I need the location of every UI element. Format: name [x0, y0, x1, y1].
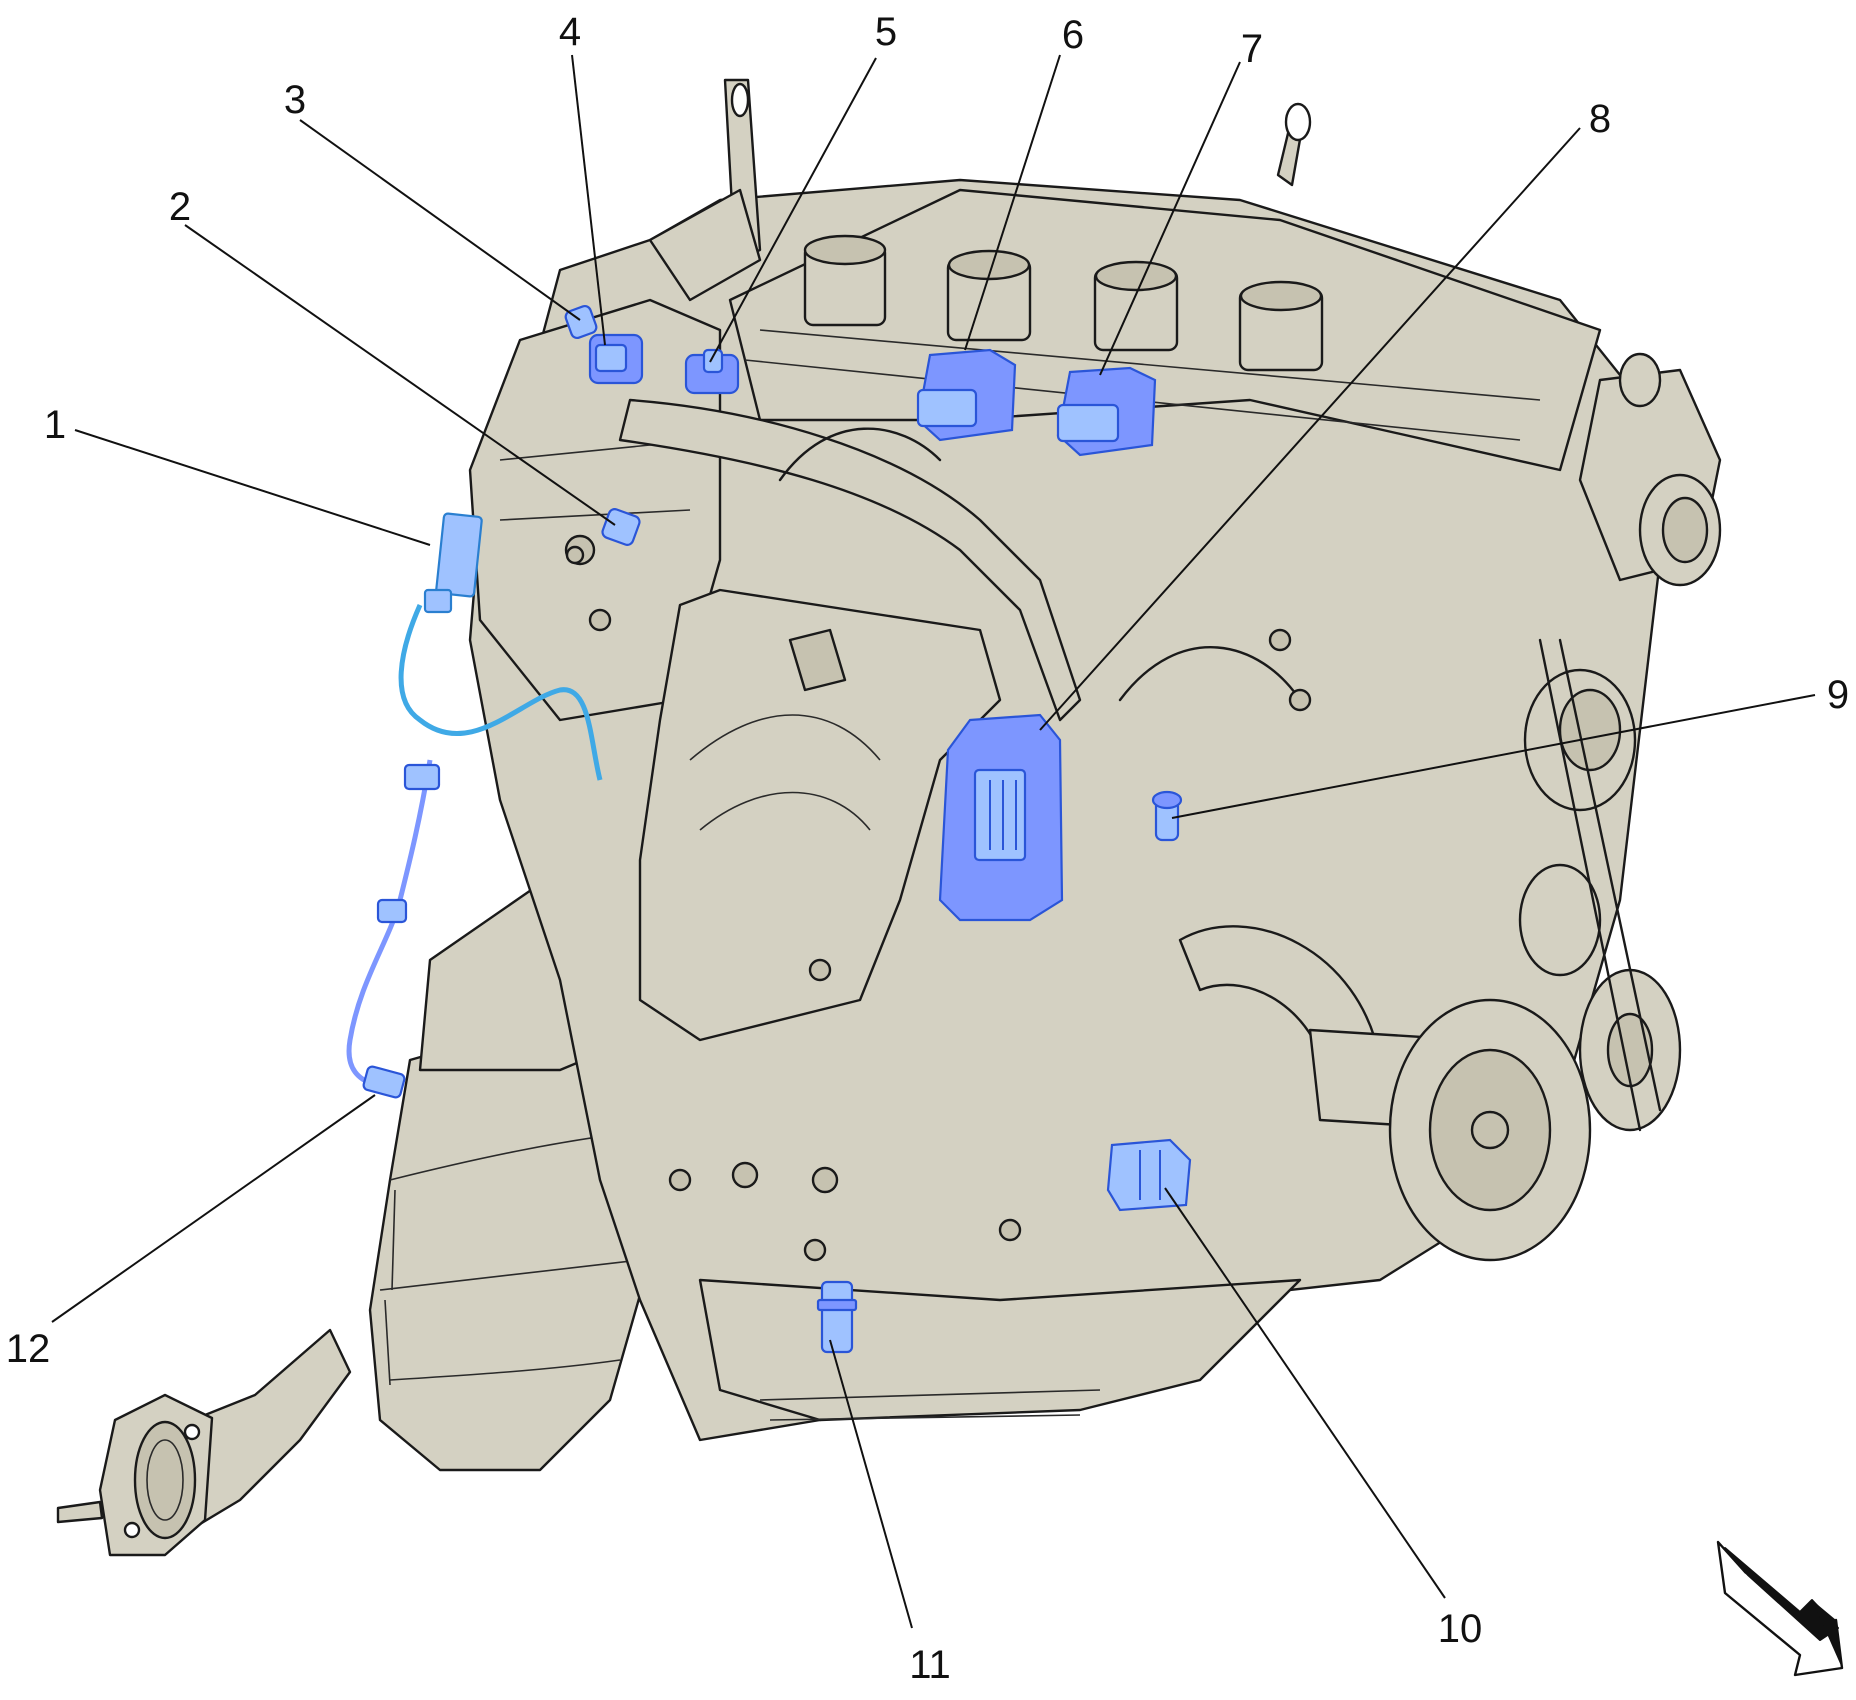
callout-7: 7 — [1241, 27, 1263, 71]
throttle-body — [1578, 352, 1722, 587]
callout-11: 11 — [909, 1643, 951, 1687]
leader-4 — [571, 54, 606, 346]
component-5-sensor — [684, 348, 740, 395]
callout-8: 8 — [1589, 97, 1611, 141]
bolt-heads — [565, 545, 1312, 1262]
leader-10 — [1164, 1187, 1446, 1599]
callout-4: 4 — [559, 10, 581, 54]
leader-3 — [299, 119, 581, 321]
leader-8 — [1039, 127, 1581, 731]
component-4-sensor — [588, 333, 644, 385]
component-8-module — [938, 713, 1064, 922]
callout-6: 6 — [1062, 13, 1084, 57]
leader-2 — [184, 224, 616, 526]
component-10-connector — [1106, 1138, 1192, 1212]
callout-12: 12 — [6, 1327, 51, 1371]
component-7-connector — [1056, 366, 1157, 457]
component-1-sensor-connector — [398, 512, 603, 781]
leader-9 — [1171, 694, 1816, 819]
component-6-connector — [916, 348, 1017, 442]
leader-7 — [1099, 61, 1241, 376]
callout-9: 9 — [1827, 673, 1849, 717]
leader-1 — [74, 429, 431, 546]
callout-10: 10 — [1438, 1607, 1483, 1651]
leader-12 — [51, 1094, 376, 1323]
callout-labels: 1 2 3 4 5 6 7 8 9 10 11 12 — [6, 10, 1849, 1687]
exhaust-pipe — [56, 1328, 352, 1557]
component-2-sensor — [601, 508, 641, 546]
leader-lines — [51, 54, 1816, 1629]
accessory-pulleys — [1388, 638, 1682, 1262]
callout-2: 2 — [169, 185, 191, 229]
leader-11 — [829, 1339, 913, 1629]
callout-1: 1 — [44, 403, 66, 447]
forward-arrow-icon — [1716, 1540, 1844, 1677]
lifting-bracket — [648, 78, 762, 302]
leader-6 — [964, 54, 1061, 351]
callout-3: 3 — [284, 78, 306, 122]
component-12-oxygen-sensor — [346, 759, 441, 1099]
exhaust-heat-shield — [638, 588, 1002, 1042]
oil-pan — [698, 1278, 1302, 1422]
ignition-coils — [803, 234, 1324, 372]
component-9-sensor — [1151, 790, 1183, 842]
oil-dipstick — [1276, 102, 1312, 187]
component-11-sensor — [816, 1280, 858, 1354]
callout-5: 5 — [875, 10, 897, 54]
engine-illustration — [56, 78, 1722, 1557]
leader-5 — [709, 57, 877, 363]
